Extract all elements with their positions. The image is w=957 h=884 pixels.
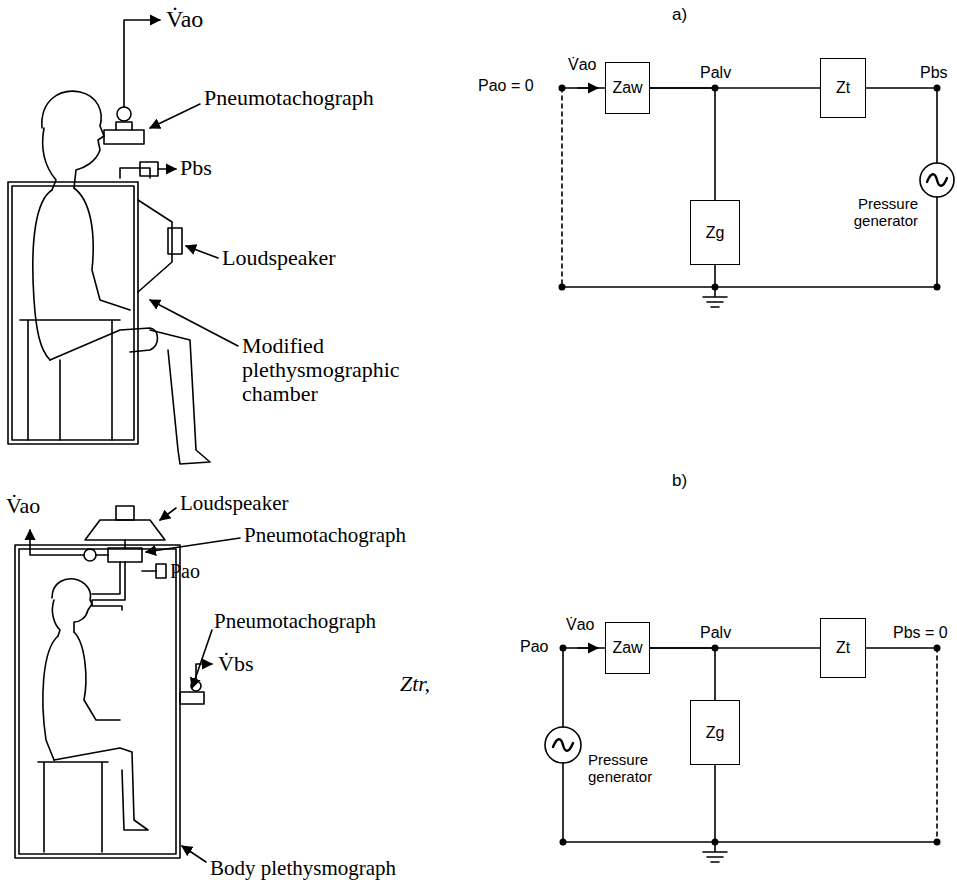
part-name: Modified plethysmographic chamber bbox=[242, 334, 442, 407]
source-name: Pressure generator bbox=[588, 752, 678, 785]
person-a bbox=[33, 91, 210, 464]
circuit-b-wires bbox=[563, 648, 937, 862]
part-name: Body plethysmograph bbox=[210, 857, 396, 880]
signal-name: V̇ao bbox=[166, 6, 203, 32]
junction-dot bbox=[712, 645, 719, 652]
wire bbox=[650, 648, 715, 700]
modified-chamber bbox=[8, 182, 172, 444]
junction-dots bbox=[560, 645, 941, 846]
leader-line bbox=[150, 300, 238, 346]
node-pressure: Pao bbox=[520, 638, 548, 656]
node-pressure: Palv bbox=[700, 64, 731, 82]
node-pressure: Palv bbox=[700, 624, 731, 642]
impedance-box: Zg bbox=[690, 200, 740, 265]
impedance-name: Zg bbox=[706, 224, 725, 242]
pressure-generator-symbol bbox=[920, 163, 954, 197]
body-plethysmograph bbox=[15, 545, 180, 858]
impedance-name: Zg bbox=[706, 724, 725, 742]
impedance-name: Zt bbox=[836, 79, 850, 97]
signal-name: V̇ao bbox=[566, 616, 594, 634]
node-pressure: Pbs = 0 bbox=[893, 624, 948, 642]
part-name: Loudspeaker bbox=[180, 492, 288, 515]
signal-name: Pao bbox=[170, 560, 200, 582]
junction-dots bbox=[559, 85, 941, 291]
person-b bbox=[43, 579, 148, 830]
signal-name: V̇bs bbox=[218, 652, 253, 676]
pneumotachograph-b bbox=[30, 530, 166, 610]
impedance-box: Zaw bbox=[605, 622, 650, 674]
junction-dot bbox=[712, 85, 719, 92]
impedance-box: Zt bbox=[820, 618, 866, 678]
node-pressure: Pao = 0 bbox=[478, 77, 534, 95]
impedance-name: Zaw bbox=[612, 79, 642, 97]
impedance-name: Zaw bbox=[612, 639, 642, 657]
part-name: Loudspeaker bbox=[222, 246, 336, 270]
leader-line bbox=[160, 508, 176, 520]
chair-b bbox=[38, 762, 108, 852]
body-pneumotachograph bbox=[180, 664, 212, 704]
signal-name: Pbs bbox=[180, 156, 212, 180]
part-name: Pneumotachograph bbox=[214, 610, 376, 633]
impedance-box: Zt bbox=[820, 58, 866, 118]
signal-name: V̇ao bbox=[6, 494, 40, 518]
leader-line bbox=[182, 846, 206, 862]
node-pressure: Pbs bbox=[920, 64, 948, 82]
source-name: Pressure generator bbox=[836, 196, 918, 229]
wire bbox=[650, 88, 715, 200]
part-name: Pneumotachograph bbox=[204, 86, 374, 110]
stray-text: Ztr, bbox=[400, 672, 430, 696]
pbs-sensor bbox=[120, 162, 176, 178]
panel-letter: b) bbox=[672, 472, 687, 491]
loudspeaker-symbol bbox=[168, 228, 182, 254]
part-name: Pneumotachograph bbox=[244, 524, 406, 547]
panel-letter: a) bbox=[672, 6, 687, 25]
pneumotachograph-a bbox=[104, 20, 160, 144]
chair-a bbox=[20, 320, 120, 440]
signal-name: V̇ao bbox=[568, 56, 596, 74]
pressure-generator-symbol bbox=[545, 727, 581, 763]
circuit-a-wires bbox=[562, 88, 937, 307]
impedance-box: Zaw bbox=[605, 62, 650, 114]
leader-line bbox=[150, 104, 200, 128]
loudspeaker-symbol bbox=[85, 506, 165, 548]
leader-line bbox=[192, 630, 212, 688]
leader-line bbox=[186, 246, 218, 258]
leader-line bbox=[146, 538, 240, 552]
impedance-name: Zt bbox=[836, 639, 850, 657]
impedance-box: Zg bbox=[690, 700, 740, 765]
